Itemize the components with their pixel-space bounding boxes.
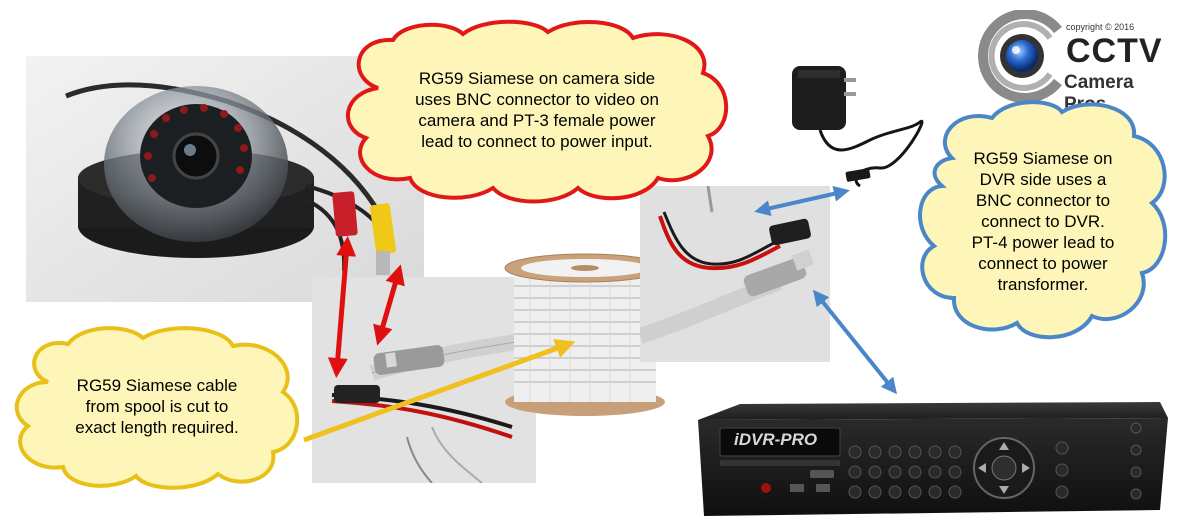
callout-dvr-line-5: PT-4 power lead to <box>971 232 1115 252</box>
callout-dvr-line-1: RG59 Siamese on <box>973 148 1113 168</box>
callout-dvr-line-6: connect to power <box>978 253 1108 273</box>
logo-title: CCTV <box>1066 32 1163 70</box>
callout-camera-side: RG59 Siamese on camera side uses BNC con… <box>338 18 736 204</box>
callout-dvr-side: RG59 Siamese on DVR side uses a BNC conn… <box>912 98 1174 344</box>
camera-lens-icon <box>978 10 1062 102</box>
callout-spool-line-3: exact length required. <box>75 417 239 437</box>
callout-spool-line-2: from spool is cut to <box>85 396 229 416</box>
callout-spool-line-1: RG59 Siamese cable <box>76 375 238 395</box>
callout-dvr-line-2: DVR side uses a <box>979 169 1107 189</box>
callout-dvr-line-4: connect to DVR. <box>981 211 1105 231</box>
dvr-photo <box>690 400 1168 524</box>
callout-camera-line-1: RG59 Siamese on camera side <box>418 69 656 88</box>
dvr-side-cable-photo <box>640 186 830 362</box>
dvr-brand-label: iDVR-PRO <box>734 430 818 449</box>
cable-spool-photo <box>500 252 670 422</box>
callout-camera-line-4: lead to connect to power input. <box>421 132 653 151</box>
callout-dvr-line-7: transformer. <box>997 274 1089 294</box>
callout-dvr-line-3: BNC connector to <box>975 190 1111 210</box>
cctv-camera-pros-logo: copyright © 2016 CCTV Camera Pros <box>978 10 1178 115</box>
power-adapter-photo <box>780 50 930 190</box>
cloud-shape-spool <box>14 326 300 490</box>
cloud-shape-camera <box>345 19 729 204</box>
callout-camera-line-2: uses BNC connector to video on <box>415 90 659 109</box>
callout-spool: RG59 Siamese cable from spool is cut to … <box>8 322 306 490</box>
callout-camera-line-3: camera and PT-3 female power <box>418 111 656 130</box>
copyright-text: copyright © 2016 <box>1066 22 1135 32</box>
cloud-shape-dvr <box>918 100 1168 340</box>
